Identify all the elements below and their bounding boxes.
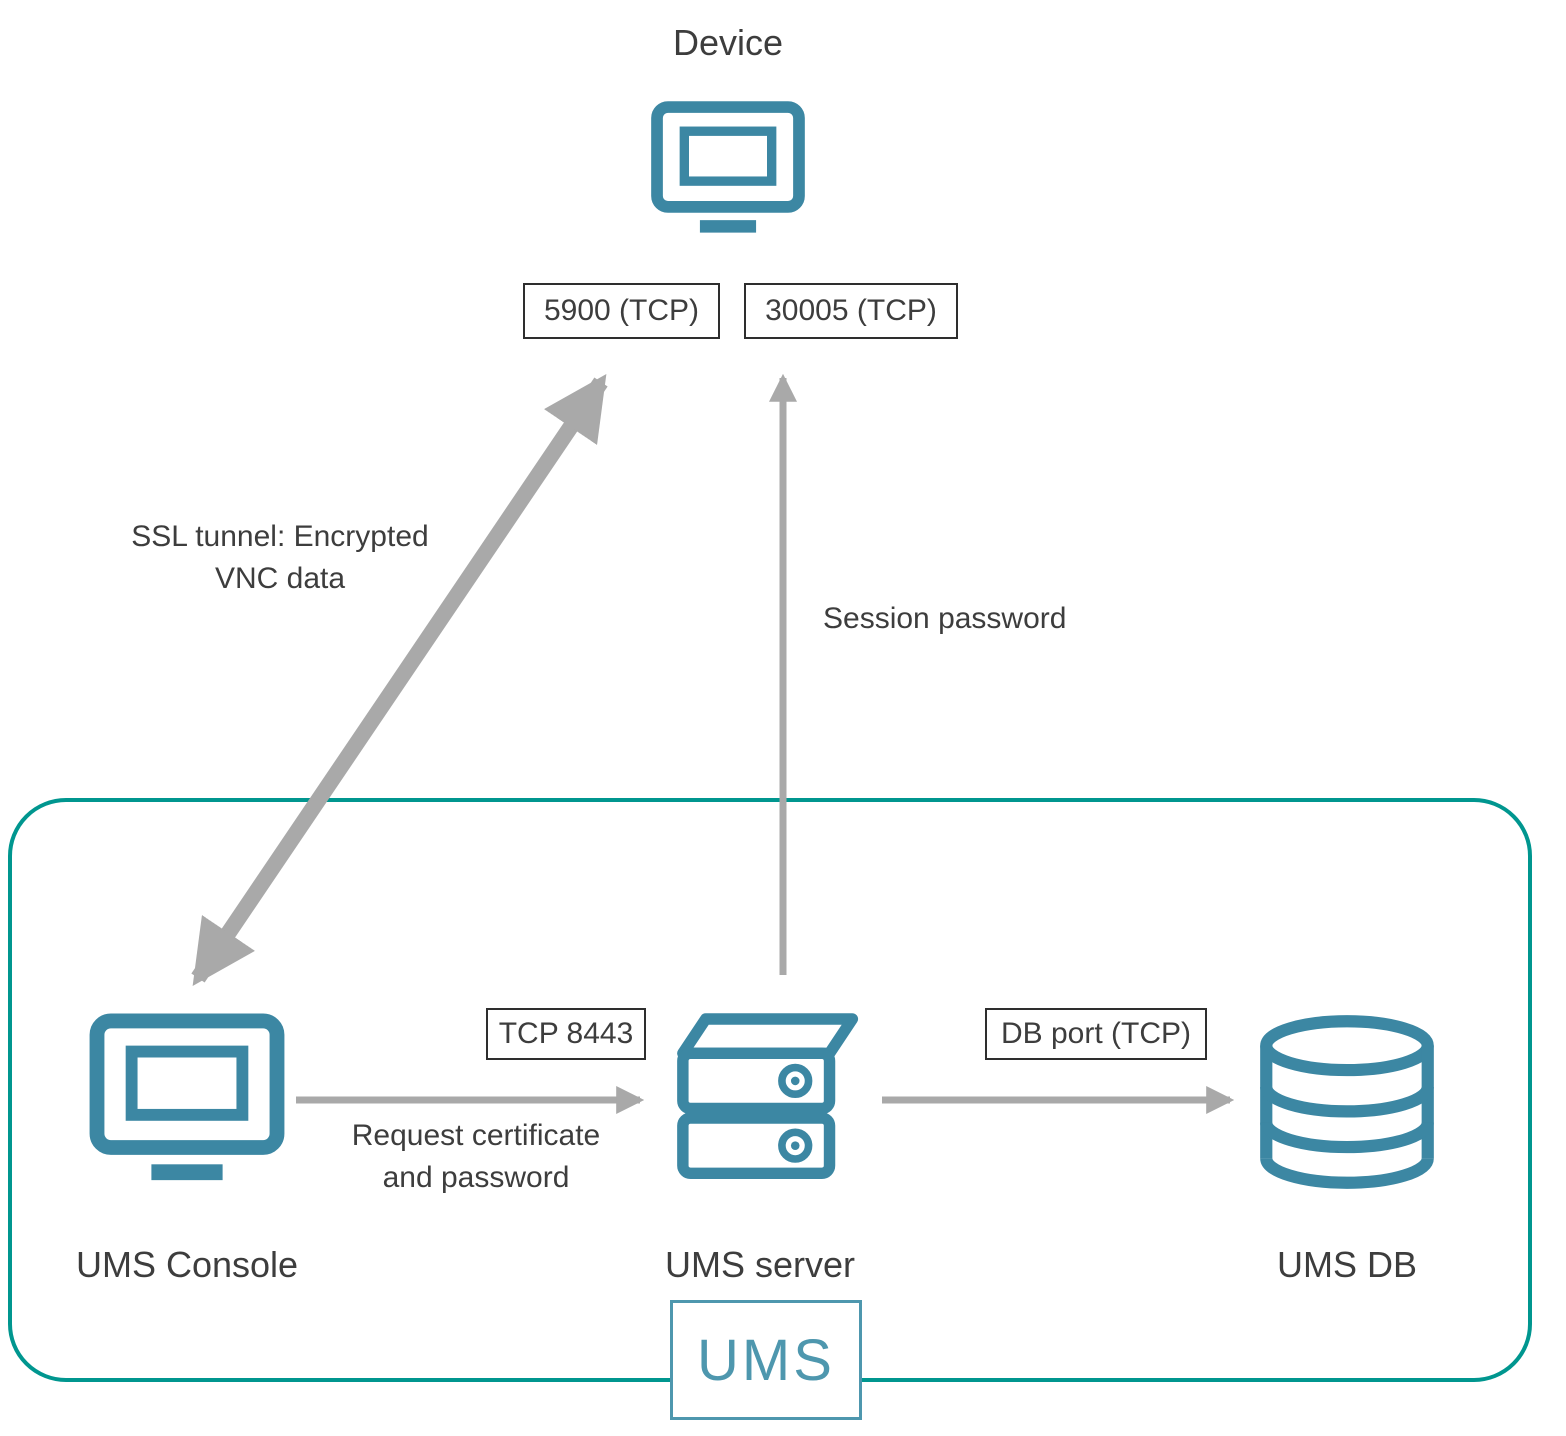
device-label: Device [672,22,784,63]
device-monitor-icon [651,101,805,233]
port-box-db-port: DB port (TCP) [985,1008,1207,1060]
ums-server-label: UMS server [664,1244,856,1285]
ums-server-icon [677,1013,859,1179]
port-box-tcp-8443: TCP 8443 [486,1008,646,1060]
ums-db-icon [1260,1015,1434,1189]
port-box-30005: 30005 (TCP) [744,283,958,339]
ums-console-monitor-icon [89,1013,285,1181]
ums-group-label: UMS [697,1327,835,1393]
ums-db-label: UMS DB [1276,1244,1417,1285]
request-certificate-label: Request certificate and password [351,1119,601,1194]
session-password-label: Session password [823,602,1067,635]
ums-group-badge: UMS [670,1300,862,1420]
ssl-tunnel-label: SSL tunnel: Encrypted VNC data [131,520,429,595]
port-box-5900: 5900 (TCP) [523,283,720,339]
ums-console-label: UMS Console [75,1244,299,1285]
